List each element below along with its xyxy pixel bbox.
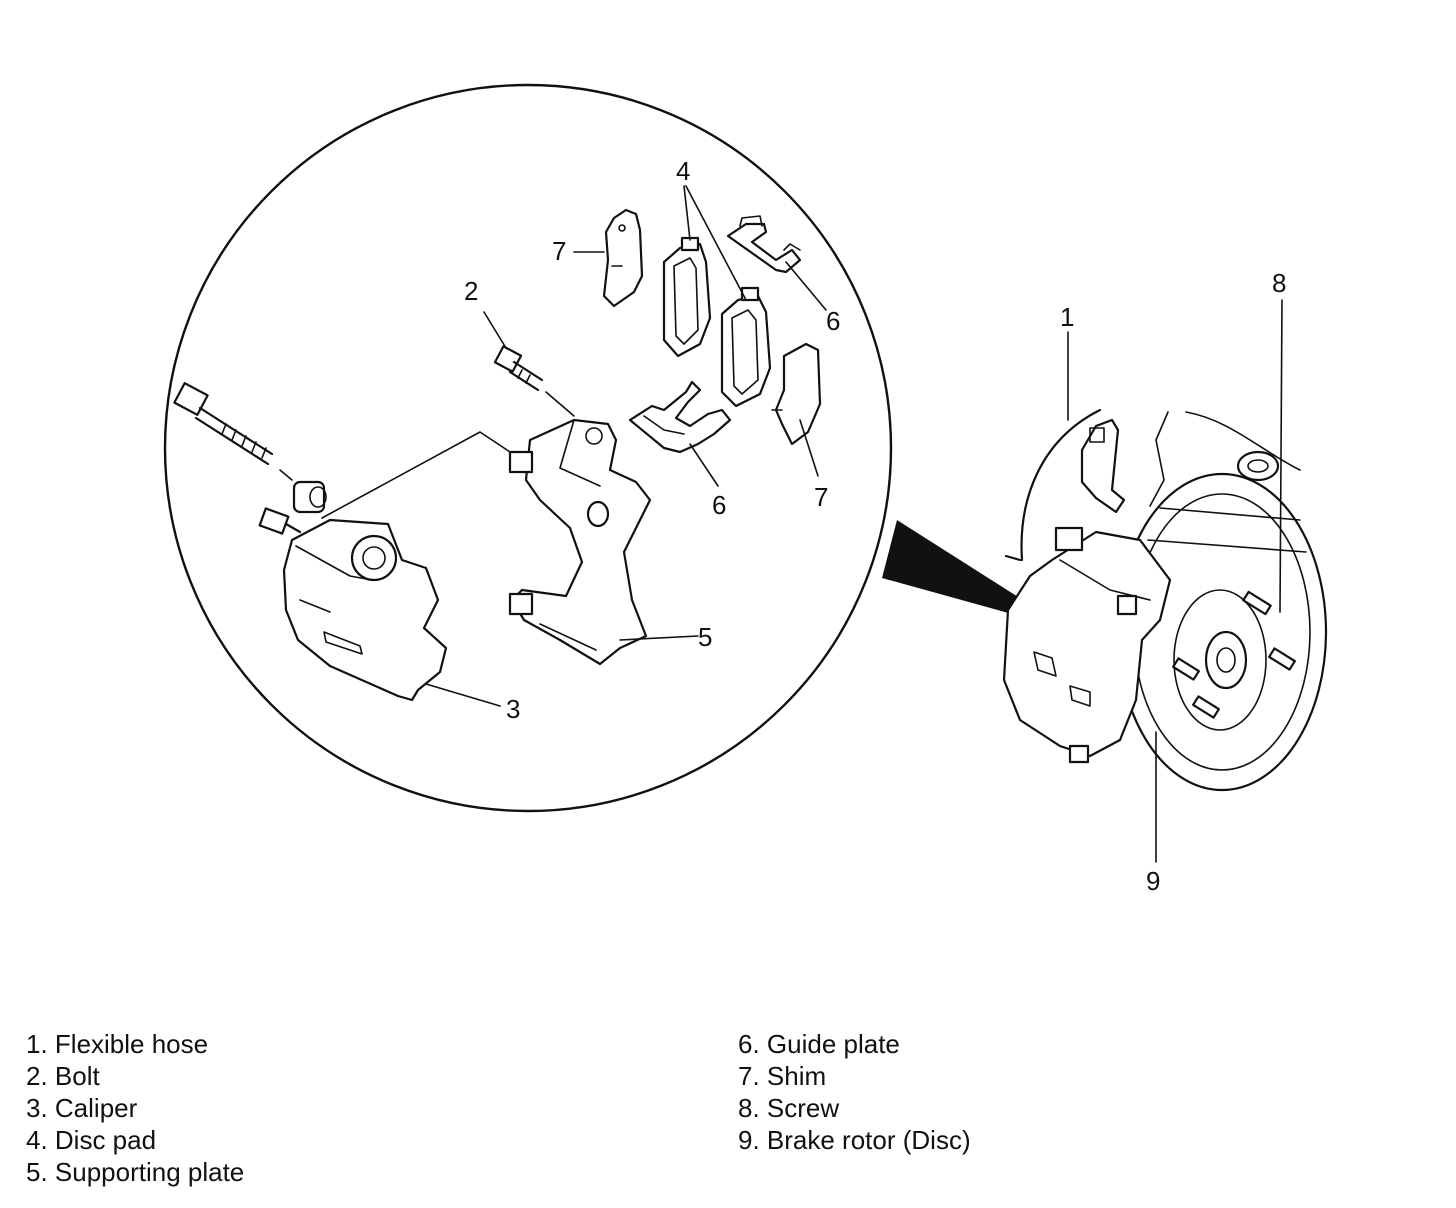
brake-assembly-diagram: 2 4 7 6 7 6 5 3 1 8 9 [163, 83, 1328, 896]
shim-lower-icon [771, 342, 822, 446]
detail-circle [163, 83, 893, 813]
short-bolt-icon [493, 345, 575, 417]
legend-left: 1. Flexible hose 2. Bolt 3. Caliper 4. D… [26, 1028, 244, 1188]
legend-item-caliper: 3. Caliper [26, 1093, 138, 1123]
leader-line-6b [689, 443, 719, 487]
callout-3: 3 [506, 694, 520, 724]
legend-item-supporting-plate: 5. Supporting plate [26, 1157, 245, 1187]
callout-7-upper: 7 [552, 236, 566, 266]
leader-line-2 [483, 311, 507, 349]
legend-item-disc-pad: 4. Disc pad [26, 1125, 157, 1155]
legend-item-screw: 8. Screw [738, 1093, 840, 1123]
leader-line-6a [785, 261, 827, 311]
legend-right: 6. Guide plate 7. Shim 8. Screw 9. Brake… [738, 1028, 971, 1156]
supporting-plate-icon [508, 418, 652, 666]
legend-item-flexible-hose: 1. Flexible hose [26, 1029, 209, 1059]
brake-rotor-icon [1116, 472, 1328, 792]
callout-4: 4 [676, 156, 690, 186]
guide-plate-upper-icon [726, 215, 802, 274]
callout-9: 9 [1146, 866, 1160, 896]
screw-icon [1236, 450, 1280, 482]
leader-line-4b [685, 185, 747, 301]
legend-item-shim: 7. Shim [738, 1061, 827, 1091]
long-bolt-icon [173, 382, 293, 481]
dust-shield-outline [1020, 408, 1102, 562]
callout-5: 5 [698, 622, 712, 652]
leader-line-4a [683, 185, 691, 241]
shim-upper-icon [602, 208, 644, 308]
leader-line-7b [799, 419, 819, 477]
callout-6-upper: 6 [826, 306, 840, 336]
legend-item-guide-plate: 6. Guide plate [738, 1029, 900, 1059]
leader-line-5 [619, 635, 699, 641]
leader-line-8 [1279, 299, 1283, 613]
callout-6-lower: 6 [712, 490, 726, 520]
caliper-icon [258, 507, 448, 702]
sleeve-icon [292, 480, 327, 514]
callout-1: 1 [1060, 302, 1074, 332]
guide-plate-lower-icon [628, 380, 732, 454]
flexible-hose-icon [1080, 418, 1126, 514]
callout-8: 8 [1272, 268, 1286, 298]
leader-line-3 [425, 683, 501, 707]
callout-2: 2 [464, 276, 478, 306]
legend-item-bolt: 2. Bolt [26, 1061, 100, 1091]
disc-pad-icon [662, 236, 712, 358]
assembled-caliper-icon [1002, 526, 1172, 764]
disc-pad-icon [720, 286, 772, 408]
legend-item-brake-rotor: 9. Brake rotor (Disc) [738, 1125, 971, 1155]
callout-7-lower: 7 [814, 482, 828, 512]
